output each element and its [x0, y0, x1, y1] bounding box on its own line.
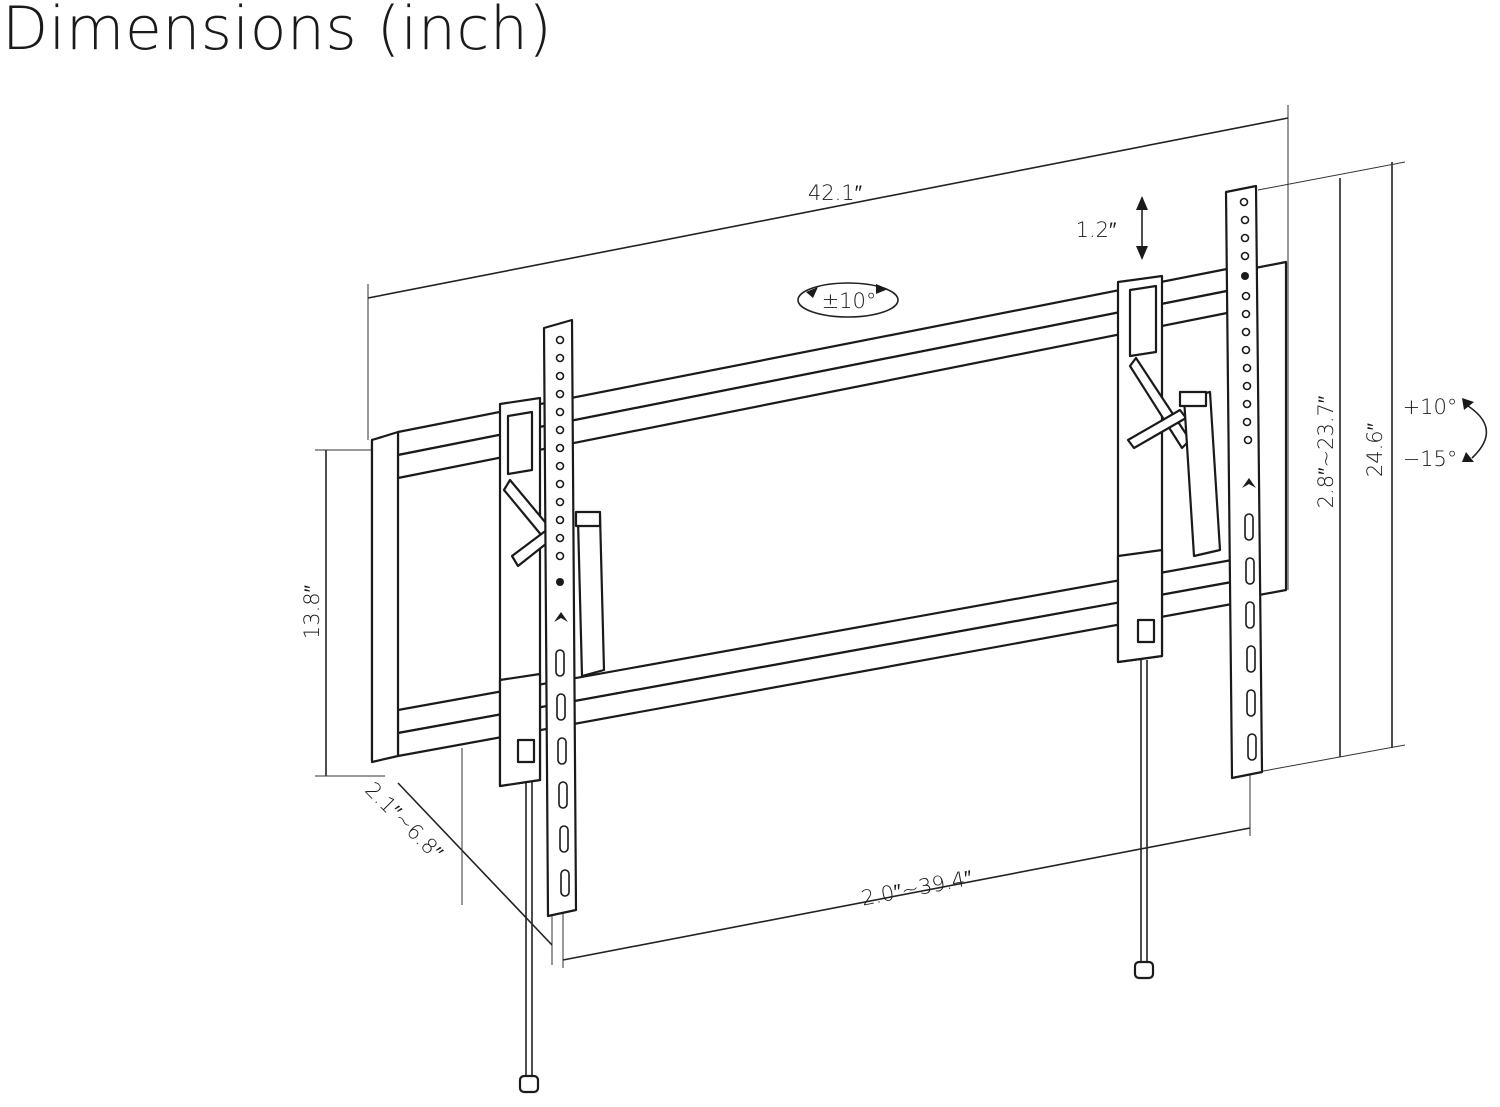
label-plate-width: 42.1″: [808, 181, 863, 205]
label-tilt-down: −15°: [1403, 447, 1458, 471]
diagram-title: Dimensions (inch): [2, 0, 553, 64]
left-arm: [498, 318, 606, 1094]
left-arm-holes: [554, 335, 570, 897]
tilt-arrow-icon: [1462, 398, 1488, 462]
label-plate-height: 13.8″: [300, 584, 324, 639]
swivel-arrow-icon: [797, 282, 899, 318]
label-arm-length: 24.6″: [1363, 422, 1387, 477]
label-arm-height-range: 2.8″~23.7″: [1314, 395, 1338, 508]
label-swivel: ±10°: [822, 289, 877, 313]
right-arm-holes: [1239, 197, 1257, 761]
label-arm-offset: 1.2″: [1076, 218, 1117, 242]
right-arm: [1116, 184, 1264, 980]
label-arm-spacing: 2.0″~39.4″: [859, 866, 975, 911]
label-tilt-up: +10°: [1403, 395, 1458, 419]
